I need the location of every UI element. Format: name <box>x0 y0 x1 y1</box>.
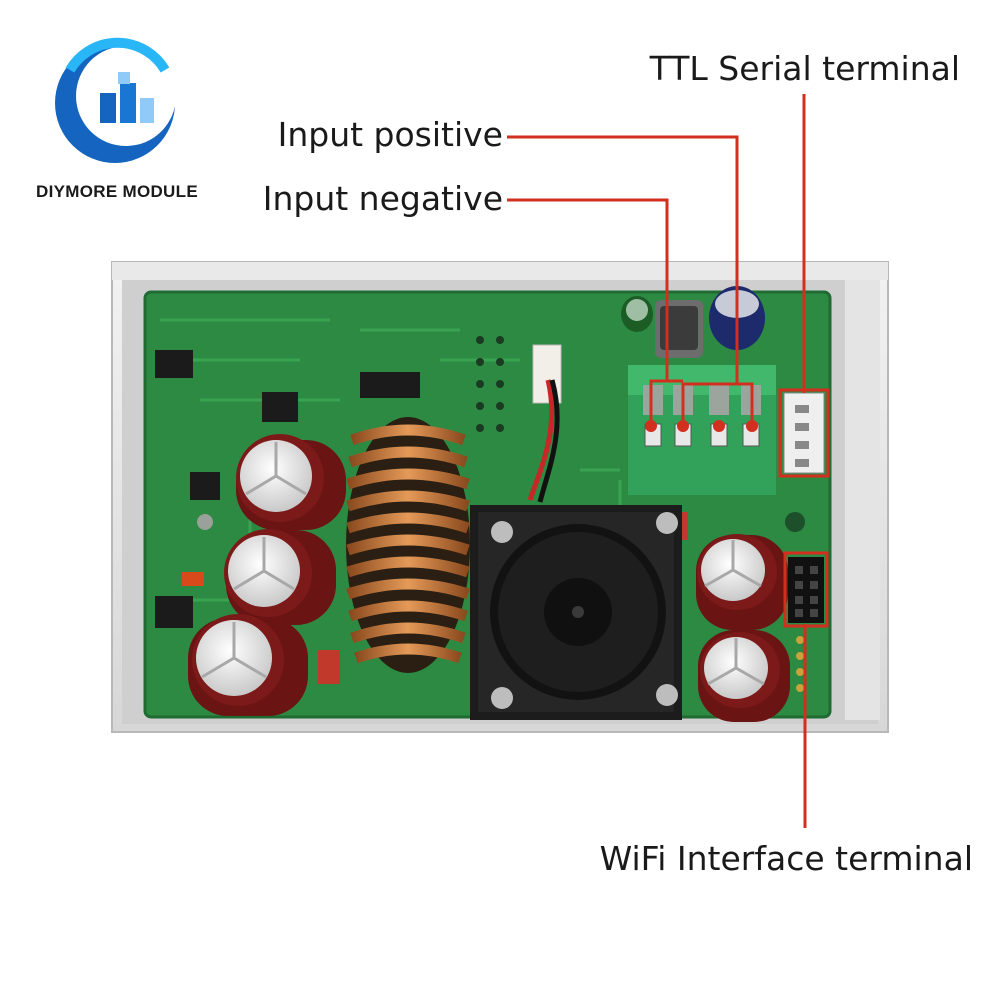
small-components <box>155 336 805 684</box>
ttl-serial-header <box>783 392 825 474</box>
input-positive-leader-line <box>507 135 754 426</box>
capacitors-right <box>696 534 790 722</box>
cooling-fan <box>470 505 682 720</box>
ttl-highlight-box <box>778 388 830 478</box>
diymore-logo-icon <box>55 37 176 163</box>
input-positive-label: Input positive <box>277 115 503 154</box>
wifi-highlight-box <box>783 551 829 628</box>
ttl-serial-label: TTL Serial terminal <box>649 49 960 88</box>
input-negative-leader-line <box>507 198 683 426</box>
input-negative-label: Input negative <box>262 179 503 218</box>
wifi-interface-label: WiFi Interface terminal <box>599 839 973 878</box>
terminal-markers <box>645 420 758 432</box>
capacitors-left <box>188 434 346 716</box>
callout-leaders <box>507 94 830 828</box>
wifi-interface-header <box>788 557 824 692</box>
toroid-inductor <box>346 417 470 673</box>
brand-name: DIYMORE MODULE <box>36 182 198 201</box>
